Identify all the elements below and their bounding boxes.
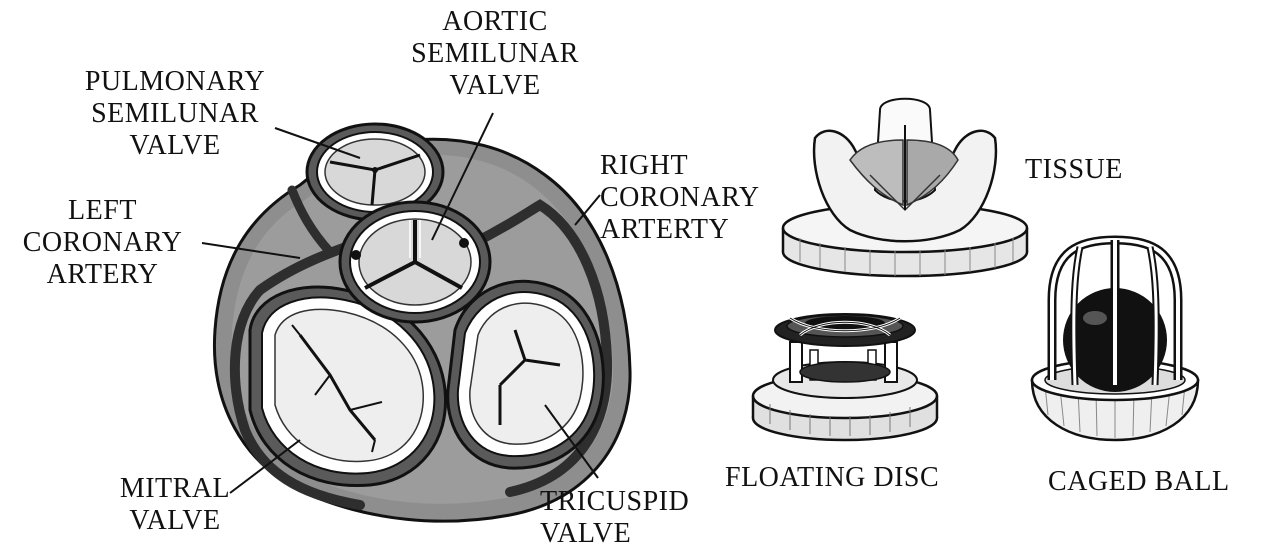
caged-ball-valve bbox=[1032, 240, 1198, 440]
label-aortic-semilunar-valve: AORTIC SEMILUNAR VALVE bbox=[410, 6, 580, 102]
aortic-semilunar-valve bbox=[340, 202, 490, 322]
label-tissue: TISSUE bbox=[1025, 154, 1145, 186]
floating-disc-valve bbox=[753, 314, 937, 440]
label-floating-disc: FLOATING DISC bbox=[725, 462, 980, 494]
heart-cross-section bbox=[214, 124, 630, 521]
label-line: SEMILUNAR bbox=[410, 38, 580, 70]
label-caged-ball: CAGED BALL bbox=[1048, 466, 1258, 498]
label-right-coronary-artery: RIGHT CORONARY ARTERTY bbox=[600, 150, 790, 246]
label-line: SEMILUNAR bbox=[60, 98, 290, 130]
label-mitral-valve: MITRAL VALVE bbox=[105, 473, 245, 537]
label-line: RIGHT bbox=[600, 150, 790, 182]
label-left-coronary-artery: LEFT CORONARY ARTERY bbox=[10, 195, 195, 291]
label-line: VALVE bbox=[540, 518, 720, 550]
label-line: CORONARY bbox=[600, 182, 790, 214]
label-line: ARTERY bbox=[10, 259, 195, 291]
label-line: CORONARY bbox=[10, 227, 195, 259]
label-line: VALVE bbox=[60, 130, 290, 162]
label-line: AORTIC bbox=[410, 6, 580, 38]
label-line: TRICUSPID bbox=[540, 486, 720, 518]
label-line: VALVE bbox=[410, 70, 580, 102]
tricuspid-valve bbox=[448, 281, 604, 468]
label-line: PULMONARY bbox=[60, 66, 290, 98]
label-line: MITRAL bbox=[105, 473, 245, 505]
label-tricuspid-valve: TRICUSPID VALVE bbox=[540, 486, 720, 550]
label-line: ARTERTY bbox=[600, 214, 790, 246]
label-pulmonary-semilunar-valve: PULMONARY SEMILUNAR VALVE bbox=[60, 66, 290, 162]
label-line: LEFT bbox=[10, 195, 195, 227]
label-line: VALVE bbox=[105, 505, 245, 537]
tissue-valve bbox=[783, 99, 1027, 276]
